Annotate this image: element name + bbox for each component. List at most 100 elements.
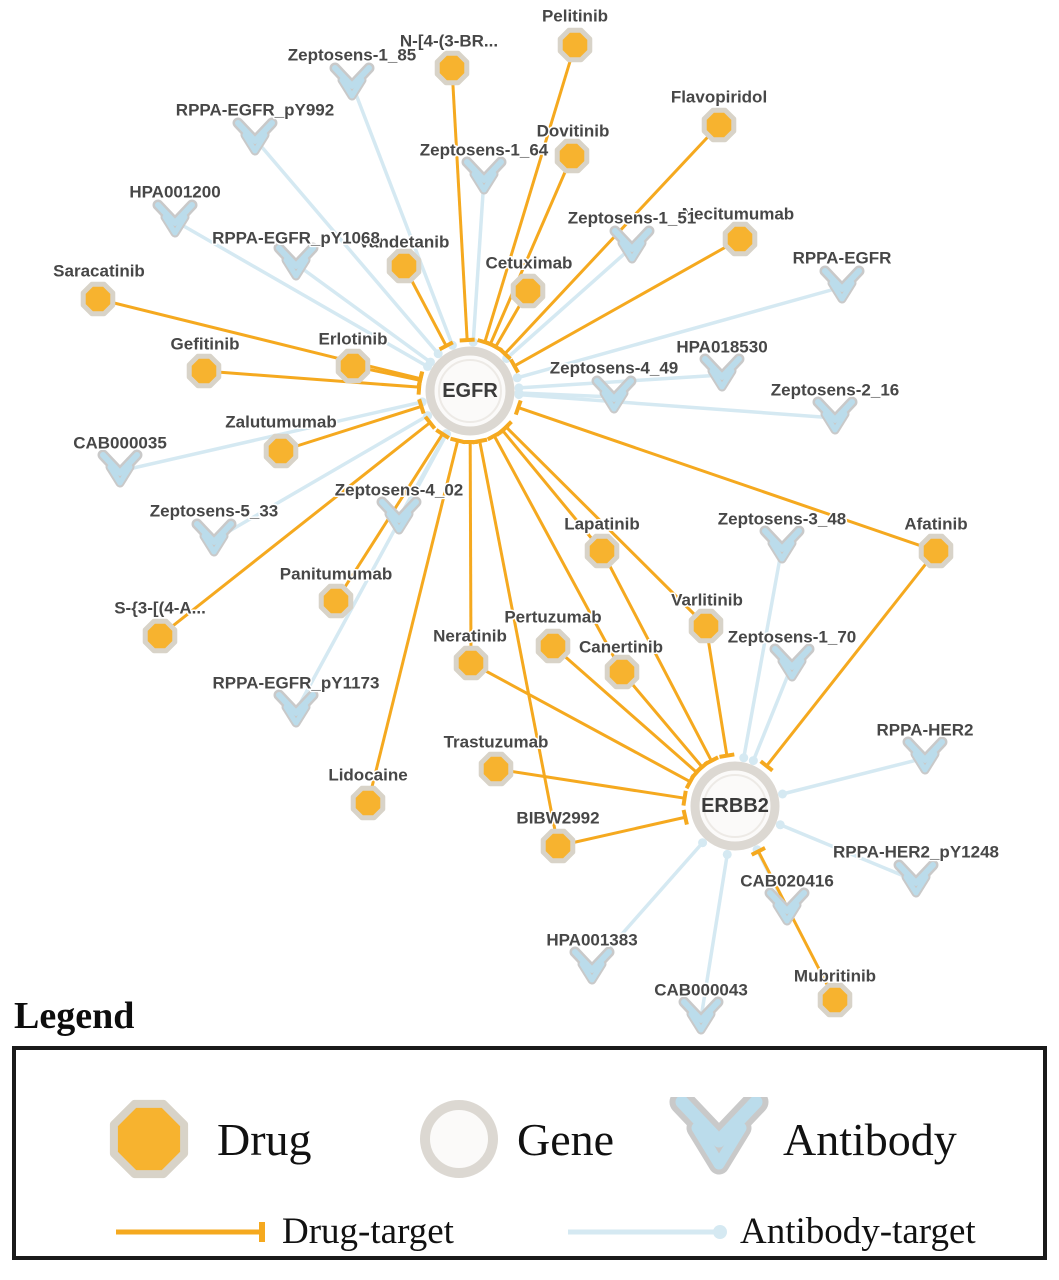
node-label-hpa018530: HPA018530 bbox=[676, 338, 767, 357]
gene-node-erbb2[interactable] bbox=[690, 761, 780, 851]
drug-node-flavopiridol[interactable] bbox=[701, 107, 737, 143]
node-label-canertinib: Canertinib bbox=[579, 638, 663, 657]
drug-target-edge-necitumumab-egfr bbox=[509, 237, 741, 374]
drug-target-edge-s-3-4-a-egfr bbox=[159, 415, 437, 638]
antibody-target-edge-zeptosens-1-64 bbox=[468, 177, 486, 347]
antibody-node-zeptosens-1-64[interactable] bbox=[461, 156, 507, 195]
antibody-node-zeptosens-1-70[interactable] bbox=[769, 643, 815, 682]
antibody-node-zeptosens-5-33[interactable] bbox=[191, 518, 237, 557]
antibody-node-hpa018530[interactable] bbox=[699, 353, 745, 392]
node-label-zeptosens-2-16: Zeptosens-2_16 bbox=[771, 381, 900, 400]
drug-node-cetuximab[interactable] bbox=[510, 273, 546, 309]
drug-target-edge-lidocaine-egfr bbox=[366, 436, 466, 804]
drug-target-edge-pertuzumab-erbb2 bbox=[552, 644, 704, 780]
antibody-node-rppa-egfr[interactable] bbox=[819, 265, 865, 304]
legend-antibody-label: Antibody bbox=[783, 1113, 957, 1165]
gene-node-egfr[interactable] bbox=[425, 346, 515, 436]
node-label-flavopiridol: Flavopiridol bbox=[671, 88, 767, 107]
antibody-node-rppa-her2[interactable] bbox=[902, 736, 948, 775]
node-label-vandetanib: Vandetanib bbox=[359, 233, 450, 252]
drug-node-vandetanib[interactable] bbox=[386, 248, 422, 284]
drug-node-afatinib[interactable] bbox=[918, 533, 954, 569]
node-label-rppa-her2-py1248: RPPA-HER2_pY1248 bbox=[833, 843, 999, 862]
antibody-node-zeptosens-3-48[interactable] bbox=[759, 525, 805, 564]
antibody-target-edge-zeptosens-1-85 bbox=[350, 83, 457, 350]
drug-node-gefitinib[interactable] bbox=[186, 353, 222, 389]
drug-node-pelitinib[interactable] bbox=[557, 27, 593, 63]
node-label-lidocaine: Lidocaine bbox=[328, 766, 407, 785]
legend-drug-label: Drug bbox=[217, 1113, 312, 1165]
drug-node-dovitinib[interactable] bbox=[554, 138, 590, 174]
node-label-gefitinib: Gefitinib bbox=[171, 335, 240, 354]
drug-node-mubritinib[interactable] bbox=[817, 982, 853, 1018]
node-label-hpa001200: HPA001200 bbox=[129, 183, 220, 202]
legend-item-antibody: Antibody bbox=[669, 1097, 957, 1181]
antibody-node-cab000043[interactable] bbox=[678, 996, 724, 1035]
antibody-target-edge-icon bbox=[568, 1224, 727, 1239]
legend-item-drug-target: Drug-target bbox=[112, 1210, 454, 1253]
node-label-bibw2992: BIBW2992 bbox=[516, 809, 599, 828]
antibody-node-cab020416[interactable] bbox=[764, 887, 810, 926]
drug-node-erlotinib[interactable] bbox=[335, 348, 371, 384]
node-label-n-4-3-br: N-[4-(3-BR... bbox=[400, 32, 498, 51]
node-label-zeptosens-4-02: Zeptosens-4_02 bbox=[335, 481, 464, 500]
node-label-zeptosens-1-85: Zeptosens-1_85 bbox=[288, 46, 417, 65]
drug-node-neratinib[interactable] bbox=[453, 645, 489, 681]
legend-antibody-target-label: Antibody-target bbox=[740, 1211, 976, 1252]
antibody-node-zeptosens-1-85[interactable] bbox=[329, 62, 375, 101]
drug-node-saracatinib[interactable] bbox=[80, 281, 116, 317]
gene-label-erbb2: ERBB2 bbox=[701, 795, 769, 817]
node-label-rppa-egfr-py1173: RPPA-EGFR_pY1173 bbox=[213, 674, 380, 693]
drug-node-trastuzumab[interactable] bbox=[478, 751, 514, 787]
drug-target-edge-dovitinib-egfr bbox=[482, 155, 574, 350]
antibody-target-edge-zeptosens-3-48 bbox=[739, 546, 784, 763]
drug-node-canertinib[interactable] bbox=[604, 654, 640, 690]
antibody-node-rppa-egfr-py992[interactable] bbox=[232, 117, 278, 156]
node-label-cab000035: CAB000035 bbox=[73, 434, 167, 453]
antibody-node-rppa-egfr-py1173[interactable] bbox=[273, 689, 319, 728]
node-label-zeptosens-1-64: Zeptosens-1_64 bbox=[420, 141, 549, 160]
node-label-cetuximab: Cetuximab bbox=[486, 254, 573, 273]
antibody-node-hpa001383[interactable] bbox=[569, 946, 615, 985]
node-label-pelitinib: Pelitinib bbox=[542, 7, 608, 26]
antibody-node-rppa-her2-py1248[interactable] bbox=[893, 859, 939, 898]
drug-target-edge-afatinib-egfr bbox=[513, 399, 937, 553]
gene-label-egfr: EGFR bbox=[442, 380, 498, 402]
antibody-node-cab000035[interactable] bbox=[97, 449, 143, 488]
drug-target-edge-bibw2992-erbb2 bbox=[557, 809, 689, 848]
drug-node-panitumumab[interactable] bbox=[318, 583, 354, 619]
drug-node-n-4-3-br[interactable] bbox=[434, 50, 470, 86]
drug-target-edge-afatinib-erbb2 bbox=[759, 550, 938, 773]
legend-title: Legend bbox=[14, 995, 135, 1037]
node-label-panitumumab: Panitumumab bbox=[280, 565, 392, 584]
node-label-rppa-egfr-py992: RPPA-EGFR_pY992 bbox=[176, 101, 334, 120]
node-label-cab000043: CAB000043 bbox=[654, 981, 748, 1000]
antibody-node-zeptosens-2-16[interactable] bbox=[812, 396, 858, 435]
legend-gene-label: Gene bbox=[517, 1113, 615, 1165]
drug-node-varlitinib[interactable] bbox=[688, 608, 724, 644]
antibody-node-zeptosens-1-51[interactable] bbox=[609, 225, 655, 264]
antibody-target-edge-rppa-her2 bbox=[778, 756, 926, 799]
antibody-node-icon bbox=[669, 1097, 769, 1175]
legend-item-drug: Drug bbox=[107, 1097, 312, 1181]
drug-node-pertuzumab[interactable] bbox=[535, 628, 571, 664]
antibody-target-edge-zeptosens-2-16 bbox=[514, 390, 836, 420]
node-label-rppa-egfr: RPPA-EGFR bbox=[793, 249, 892, 268]
antibody-node-hpa001200[interactable] bbox=[152, 199, 198, 238]
antibody-node-rppa-egfr-py1068[interactable] bbox=[273, 242, 319, 281]
node-label-zeptosens-5-33: Zeptosens-5_33 bbox=[150, 502, 279, 521]
node-label-dovitinib: Dovitinib bbox=[537, 122, 610, 141]
node-label-zeptosens-3-48: Zeptosens-3_48 bbox=[718, 510, 847, 529]
node-label-mubritinib: Mubritinib bbox=[794, 967, 876, 986]
node-label-zalutumumab: Zalutumumab bbox=[225, 413, 336, 432]
antibody-node-zeptosens-4-49[interactable] bbox=[591, 375, 637, 414]
drug-node-bibw2992[interactable] bbox=[540, 828, 576, 864]
drug-node-s-3-4-a[interactable] bbox=[142, 618, 178, 654]
antibody-node-zeptosens-4-02[interactable] bbox=[376, 496, 422, 535]
drug-target-edge-bibw2992-egfr bbox=[471, 437, 560, 847]
drug-node-lidocaine[interactable] bbox=[350, 785, 386, 821]
node-label-lapatinib: Lapatinib bbox=[564, 515, 640, 534]
drug-node-zalutumumab[interactable] bbox=[263, 433, 299, 469]
drug-node-lapatinib[interactable] bbox=[584, 533, 620, 569]
drug-node-necitumumab[interactable] bbox=[722, 221, 758, 257]
